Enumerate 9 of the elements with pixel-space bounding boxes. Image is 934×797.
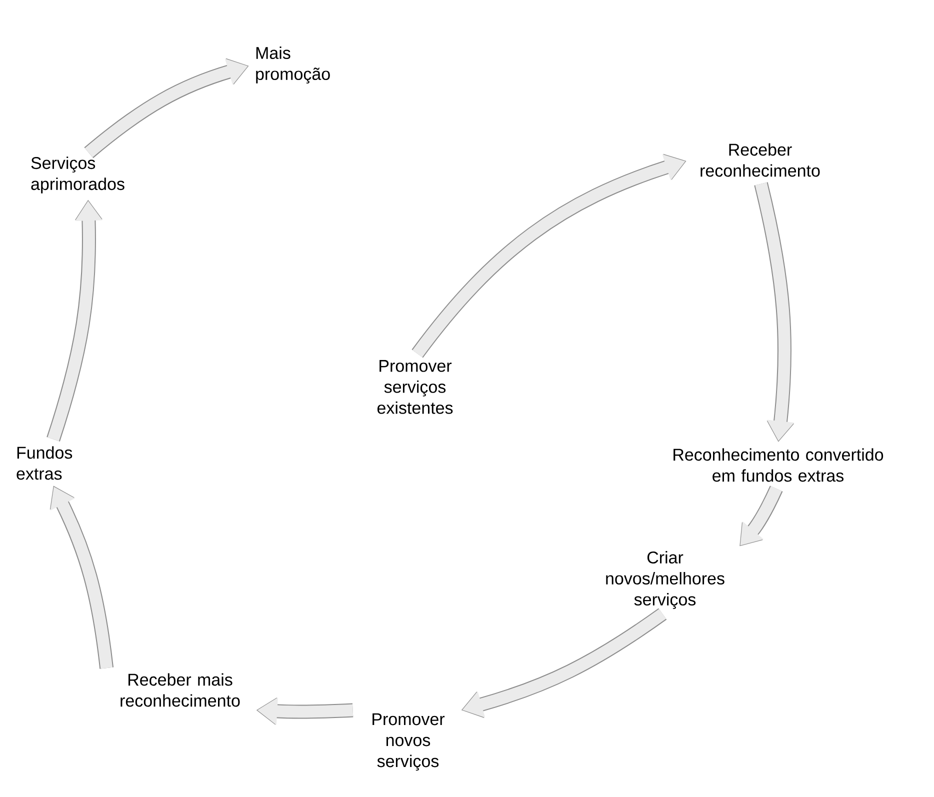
cycle-step-text: Fundos extras	[16, 446, 72, 480]
cycle-step-text: Promover serviços existentes	[377, 360, 453, 414]
cycle-step-text: Criar novos/melhores serviços	[606, 551, 724, 609]
cycle-step-text: Receber mais reconhecimento	[120, 673, 240, 707]
cycle-step-text: Receber reconhecimento	[700, 143, 820, 177]
cycle-step-text: Reconhecimento convertido em fundos extras	[674, 448, 884, 482]
cycle-step-text: Mais promoção	[256, 46, 330, 84]
cycle-step-text: Serviços aprimorados	[31, 156, 124, 194]
cycle-step-text: Promover novos serviços	[372, 713, 445, 771]
